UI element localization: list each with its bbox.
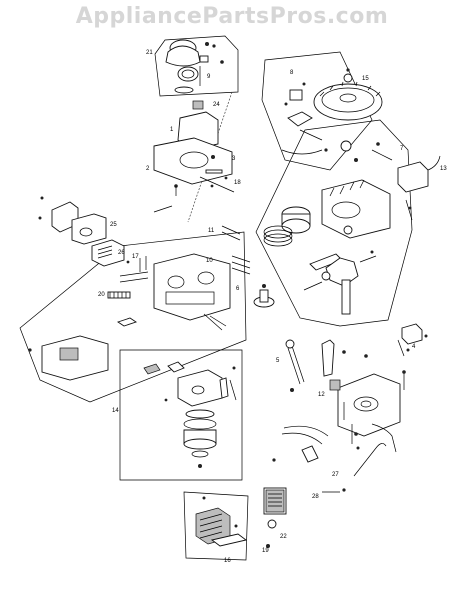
ignition-coil-assembly: [371, 142, 441, 221]
muffler-and-guard: [38, 196, 173, 267]
engine-block-piston-crank: [263, 179, 391, 315]
callout-label: 16: [224, 558, 231, 564]
callout-label: 22: [280, 534, 287, 540]
cylinder-head-valvetrain: [28, 225, 251, 381]
callout-label: 18: [234, 180, 241, 186]
throttle-linkage: [272, 425, 387, 493]
crankcase-sump: [329, 370, 406, 453]
dashed-leader: [187, 91, 233, 223]
group-outline-carburetor: [119, 349, 243, 481]
air-filter-assembly: [195, 487, 287, 548]
callout-label: 11: [208, 228, 215, 234]
callout-label: 10: [206, 258, 213, 264]
callout-label: 12: [318, 392, 325, 398]
watermark-logo: AppliancePartsPros.com: [75, 4, 389, 29]
callout-label: 8: [290, 70, 294, 76]
carburetor-assembly: [143, 361, 237, 468]
callout-label: 6: [236, 286, 240, 292]
callout-label: 19: [262, 548, 269, 554]
callout-label: 14: [112, 408, 119, 414]
group-outline-recoil-starter: [154, 35, 239, 97]
callout-label: 25: [110, 222, 117, 228]
callout-label: 9: [207, 74, 211, 80]
callout-label: 1: [170, 127, 174, 133]
oil-fill-dipstick: [285, 339, 368, 392]
callout-label: 4: [412, 344, 416, 350]
callout-label: 13: [440, 166, 447, 172]
callout-label: 21: [146, 50, 153, 56]
callout-label: 28: [312, 494, 319, 500]
callout-label: 26: [118, 250, 125, 256]
group-outline-flywheel: [261, 51, 373, 171]
callout-labels: 21 9 24 1 3 2 18 8 15 7 13 25 26 11 10 1…: [98, 50, 447, 564]
flywheel-assembly: [281, 68, 383, 162]
callout-label: 2: [146, 166, 150, 172]
group-outline-piston-crankshaft: [255, 119, 413, 327]
callout-label: 24: [213, 102, 220, 108]
callout-label: 3: [232, 156, 236, 162]
blower-housing-assembly: [153, 100, 235, 196]
callout-label: 15: [362, 76, 369, 82]
callout-label: 20: [98, 292, 105, 298]
recoil-starter-assembly: [165, 39, 224, 94]
callout-label: 5: [276, 358, 280, 364]
governor-gear-assembly: [253, 284, 428, 357]
callout-label: 27: [332, 472, 339, 478]
callout-label: 7: [400, 146, 404, 152]
group-outline-air-filter: [183, 491, 249, 561]
callout-label: 17: [132, 254, 139, 260]
